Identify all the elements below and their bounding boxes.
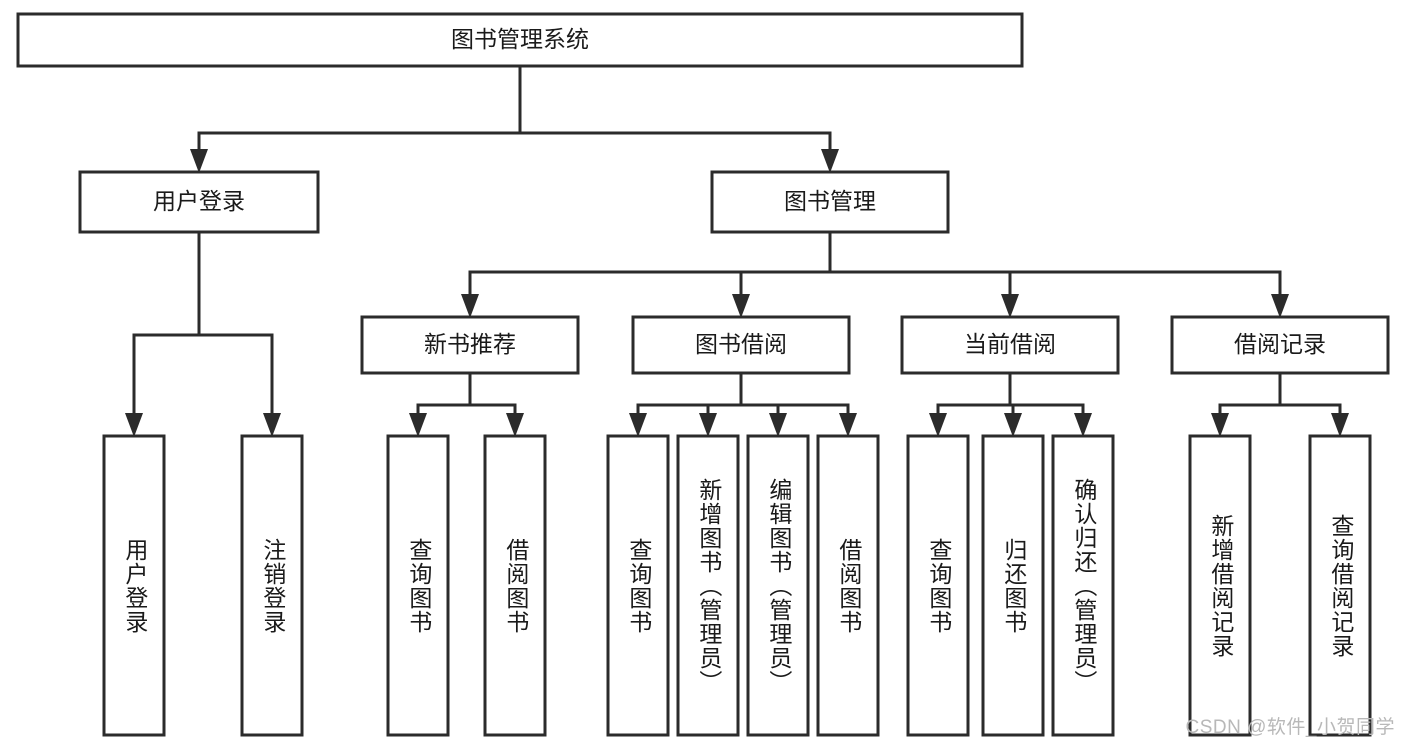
node-label: 当前借阅 <box>964 331 1056 357</box>
node-label: 查询借阅记录 <box>1327 513 1354 658</box>
node-box <box>78 170 320 234</box>
node-label-container: 编辑图书（管理员） <box>765 477 792 694</box>
node-label-container: 查询借阅记录 <box>1327 513 1354 658</box>
node-label-container: 注销登录 <box>259 537 286 634</box>
arrow-head-icon <box>732 294 750 318</box>
node-leaf-add-book[interactable]: 新增图书（管理员） <box>676 434 740 737</box>
node-book-manage[interactable]: 图书管理 <box>710 170 950 234</box>
node-label-container: 确认归还（管理员） <box>1070 477 1097 694</box>
node-box <box>483 434 547 737</box>
node-label: 新书推荐 <box>424 331 516 357</box>
node-leaf-user-login[interactable]: 用户登录 <box>102 434 166 737</box>
node-box <box>710 170 950 234</box>
node-leaf-borrow-book-rec[interactable]: 借阅图书 <box>483 434 547 737</box>
arrow-head-icon <box>1331 413 1349 437</box>
arrow-head-icon <box>506 413 524 437</box>
arrow-head-icon <box>1004 413 1022 437</box>
node-label: 借阅图书 <box>502 537 529 634</box>
node-box <box>102 434 166 737</box>
node-box <box>981 434 1045 737</box>
node-box <box>676 434 740 737</box>
node-box <box>906 434 970 737</box>
arrow-head-icon <box>929 413 947 437</box>
node-box <box>1170 315 1390 375</box>
node-label: 图书管理系统 <box>451 26 589 52</box>
node-leaf-query-book-borrow[interactable]: 查询图书 <box>606 434 670 737</box>
node-label-container: 查询图书 <box>405 537 432 634</box>
arrow-head-icon <box>769 413 787 437</box>
node-layer: 图书管理系统用户登录图书管理新书推荐图书借阅当前借阅借阅记录用户登录注销登录查询… <box>16 12 1390 737</box>
node-label-container: 借阅图书 <box>502 537 529 634</box>
node-label: 查询图书 <box>625 537 652 634</box>
node-label-container: 借阅图书 <box>835 537 862 634</box>
watermark-label: CSDN @软件_小贺同学 <box>1185 717 1395 738</box>
node-label: 确认归还（管理员） <box>1070 477 1097 694</box>
arrow-head-icon <box>1271 294 1289 318</box>
arrow-head-icon <box>629 413 647 437</box>
node-label: 借阅图书 <box>835 537 862 634</box>
node-label: 用户登录 <box>121 537 148 634</box>
node-borrow-record[interactable]: 借阅记录 <box>1170 315 1390 375</box>
node-label: 编辑图书（管理员） <box>765 477 792 694</box>
node-label: 注销登录 <box>259 537 286 634</box>
node-current-borrow[interactable]: 当前借阅 <box>900 315 1120 375</box>
node-leaf-return-book[interactable]: 归还图书 <box>981 434 1045 737</box>
node-box <box>1308 434 1372 737</box>
arrow-head-icon <box>1001 294 1019 318</box>
node-leaf-borrow-book[interactable]: 借阅图书 <box>816 434 880 737</box>
node-leaf-user-logout[interactable]: 注销登录 <box>240 434 304 737</box>
node-user-login[interactable]: 用户登录 <box>78 170 320 234</box>
node-box <box>746 434 810 737</box>
node-box <box>16 12 1024 68</box>
arrow-head-icon <box>839 413 857 437</box>
node-label-container: 查询图书 <box>625 537 652 634</box>
node-book-borrow[interactable]: 图书借阅 <box>631 315 851 375</box>
arrow-head-icon <box>263 413 281 437</box>
node-new-book-rec[interactable]: 新书推荐 <box>360 315 580 375</box>
node-box <box>360 315 580 375</box>
node-leaf-query-record[interactable]: 查询借阅记录 <box>1308 434 1372 737</box>
node-box <box>816 434 880 737</box>
arrow-head-icon <box>125 413 143 437</box>
arrow-head-icon <box>821 149 839 173</box>
node-leaf-query-book-cur[interactable]: 查询图书 <box>906 434 970 737</box>
node-box <box>606 434 670 737</box>
node-label: 新增借阅记录 <box>1207 513 1234 658</box>
node-root[interactable]: 图书管理系统 <box>16 12 1024 68</box>
arrow-head-icon <box>461 294 479 318</box>
node-box <box>386 434 450 737</box>
node-label-container: 查询图书 <box>925 537 952 634</box>
node-box <box>631 315 851 375</box>
node-label: 查询图书 <box>405 537 432 634</box>
node-box <box>1188 434 1252 737</box>
node-box <box>1051 434 1115 737</box>
arrow-head-icon <box>1211 413 1229 437</box>
node-leaf-edit-book[interactable]: 编辑图书（管理员） <box>746 434 810 737</box>
node-label: 用户登录 <box>153 188 245 214</box>
arrow-head-icon <box>699 413 717 437</box>
node-label-container: 新增借阅记录 <box>1207 513 1234 658</box>
node-label: 新增图书（管理员） <box>695 477 722 694</box>
node-label: 图书借阅 <box>695 331 787 357</box>
node-label: 查询图书 <box>925 537 952 634</box>
arrow-head-icon <box>409 413 427 437</box>
node-label-container: 归还图书 <box>1000 537 1027 634</box>
node-label: 借阅记录 <box>1234 331 1326 357</box>
node-label-container: 新增图书（管理员） <box>695 477 722 694</box>
node-label-container: 用户登录 <box>121 537 148 634</box>
connector-layer <box>125 64 1349 437</box>
node-label: 图书管理 <box>784 188 876 214</box>
arrow-head-icon <box>190 149 208 173</box>
node-box <box>900 315 1120 375</box>
node-leaf-query-book-rec[interactable]: 查询图书 <box>386 434 450 737</box>
node-leaf-add-record[interactable]: 新增借阅记录 <box>1188 434 1252 737</box>
node-label: 归还图书 <box>1000 537 1027 634</box>
arrow-head-icon <box>1074 413 1092 437</box>
node-box <box>240 434 304 737</box>
node-leaf-confirm-return[interactable]: 确认归还（管理员） <box>1051 434 1115 737</box>
